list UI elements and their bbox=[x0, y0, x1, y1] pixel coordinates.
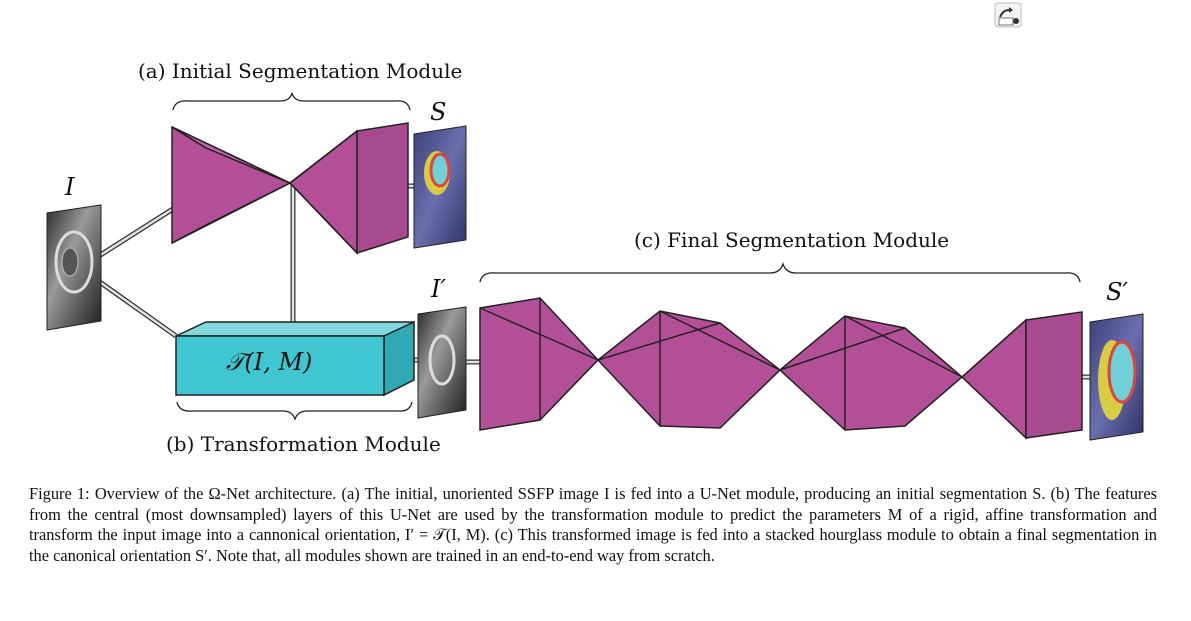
input-mri-image bbox=[46, 204, 102, 331]
brace-transformation-module bbox=[176, 401, 413, 421]
transformation-module-box bbox=[175, 320, 415, 397]
initial-segmentation-unet bbox=[171, 122, 409, 255]
final-segmentation-label: S′ bbox=[1106, 278, 1128, 306]
caption-text: Overview of the Ω-Net architecture. (a) … bbox=[29, 484, 1157, 565]
brace-final-module bbox=[479, 261, 1081, 283]
module-a-label: (a) Initial Segmentation Module bbox=[138, 59, 462, 83]
brace-initial-module bbox=[172, 92, 411, 111]
architecture-diagram: (a) Initial Segmentation Module (b) Tran… bbox=[46, 59, 1144, 456]
language-translate-icon[interactable] bbox=[994, 2, 1022, 28]
input-image-label: I bbox=[64, 173, 75, 201]
transformed-image-label: I′ bbox=[430, 275, 446, 303]
module-c-label: (c) Final Segmentation Module bbox=[634, 228, 949, 252]
figure-caption: Figure 1: Overview of the Ω-Net architec… bbox=[29, 484, 1157, 566]
transform-function-label: 𝒯(I, M) bbox=[226, 348, 312, 376]
module-b-label: (b) Transformation Module bbox=[166, 432, 441, 456]
initial-segmentation-label: S bbox=[430, 98, 446, 126]
initial-segmentation-image bbox=[413, 125, 467, 249]
final-segmentation-image bbox=[1089, 313, 1144, 441]
figure-number: Figure 1: bbox=[29, 484, 90, 503]
transformed-mri-image bbox=[417, 306, 467, 419]
final-segmentation-hourglass bbox=[479, 297, 1083, 440]
